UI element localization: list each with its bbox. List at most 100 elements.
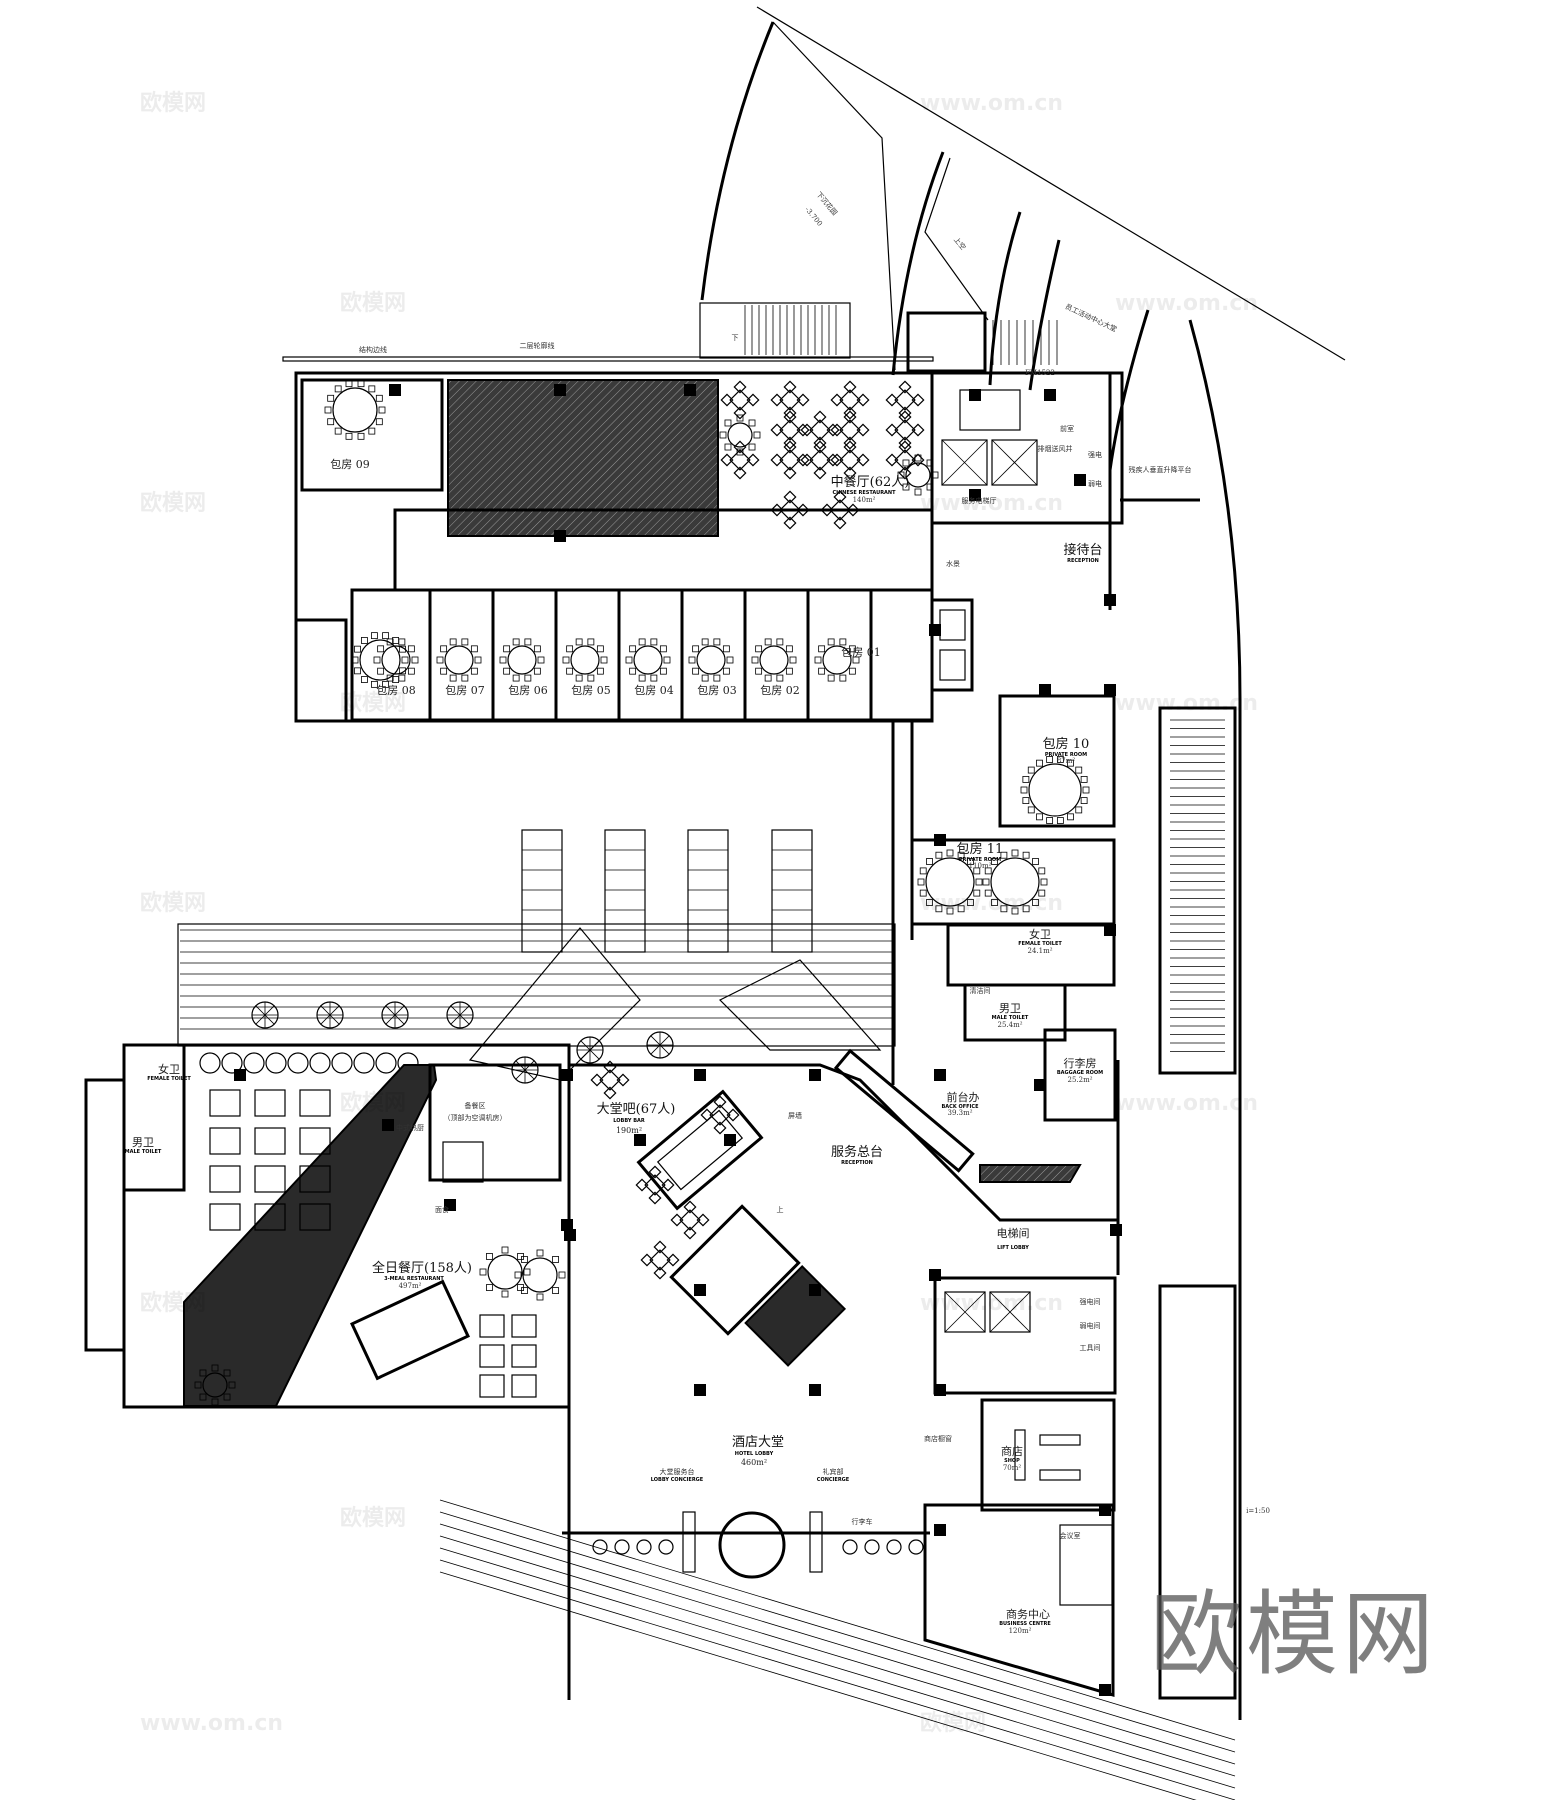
umbrella-rib: [450, 1005, 470, 1025]
chair: [820, 503, 834, 517]
chair: [736, 448, 744, 456]
booth: [254, 1165, 286, 1193]
watermark-text: 欧模网: [140, 1290, 206, 1316]
baggage-room: [1043, 1028, 1117, 1122]
chair: [1075, 766, 1083, 774]
label-sunken-garden: 下沉花园: [814, 190, 839, 217]
booth: [254, 1127, 286, 1155]
label-private-room-07: 包房 07: [445, 684, 485, 697]
chair: [382, 680, 389, 688]
bollard: [908, 1539, 924, 1555]
bollard: [592, 1539, 608, 1555]
round-table: [759, 645, 789, 675]
chair: [1022, 905, 1030, 913]
dining-table: [479, 1374, 505, 1398]
chair: [722, 645, 730, 653]
double-height-void: [447, 379, 719, 537]
chair: [499, 656, 507, 664]
chair: [398, 674, 406, 682]
column: [809, 1284, 821, 1296]
exterior-slope-lines: [439, 1499, 1236, 1800]
booth: [254, 1089, 286, 1117]
private-room-dividers: [324, 380, 873, 720]
chair: [371, 680, 378, 688]
label-business-centre-en: BUSINESS CENTRE: [999, 1621, 1051, 1627]
chair: [407, 667, 415, 675]
chair: [982, 878, 990, 886]
chair: [692, 645, 700, 653]
chair: [957, 905, 965, 913]
escalator-north: [1158, 706, 1237, 1075]
chair: [596, 667, 604, 675]
label-lobby-bar: 大堂吧(67人): [597, 1102, 676, 1117]
column: [1039, 684, 1051, 696]
chair: [373, 656, 381, 664]
square-table: [829, 499, 851, 521]
chair: [713, 674, 721, 682]
label-water-feature: 水景: [946, 559, 960, 568]
column: [934, 1524, 946, 1536]
chair: [211, 1398, 219, 1406]
column: [561, 1069, 573, 1081]
chair: [199, 1393, 207, 1401]
chair: [1022, 775, 1030, 783]
chair: [616, 1073, 630, 1087]
chair: [603, 1086, 617, 1100]
column: [1099, 1504, 1111, 1516]
booth: [209, 1203, 241, 1231]
chair: [751, 656, 759, 664]
label-male-toilet-area: 25.4m²: [997, 1021, 1022, 1029]
slot: [521, 829, 563, 953]
chair: [536, 1249, 544, 1257]
round-table: [202, 1372, 228, 1398]
chair: [898, 410, 912, 424]
round-table: [381, 645, 411, 675]
square-table: [779, 499, 801, 521]
label-door-code: FM1522: [1025, 369, 1055, 377]
square-table: [679, 1209, 701, 1231]
booth: [299, 1089, 331, 1117]
label-private-room-10-en: PRIVATE ROOM: [1045, 752, 1087, 758]
square-table: [894, 419, 916, 441]
terrace-umbrellas: [199, 1001, 674, 1084]
chair: [368, 385, 376, 393]
chair: [371, 632, 378, 640]
round-seat: [309, 1052, 331, 1074]
chair: [587, 674, 595, 682]
chair: [846, 503, 860, 517]
square-table: [894, 389, 916, 411]
chair: [848, 645, 856, 653]
chair: [833, 490, 847, 504]
chair: [843, 436, 857, 450]
slope-line: [439, 1535, 1236, 1777]
chair: [973, 867, 981, 875]
chair: [833, 516, 847, 530]
square-table: [779, 389, 801, 411]
chair: [984, 867, 992, 875]
label-male-toilet: 男卫: [999, 1002, 1021, 1015]
chair: [401, 656, 409, 664]
chair: [1046, 817, 1054, 824]
label-baggage-room-area: 25.2m²: [1067, 1076, 1092, 1084]
slope-line: [439, 1547, 1236, 1789]
chair: [713, 638, 721, 646]
chair: [590, 1073, 604, 1087]
chair: [1036, 813, 1043, 821]
label-private-room-05: 包房 05: [571, 684, 611, 697]
chair: [917, 878, 925, 886]
chair: [524, 638, 532, 646]
label-pantry-note: （顶部为空调机房）: [444, 1113, 507, 1122]
chair: [1000, 851, 1008, 859]
chair: [1056, 817, 1064, 824]
chair: [575, 674, 583, 682]
chair: [991, 858, 998, 865]
slope-line: [439, 1559, 1236, 1800]
label-anteroom: 前室: [1060, 424, 1074, 433]
private-room-10: [998, 694, 1116, 828]
skylight-slots: [521, 829, 813, 953]
chair: [411, 656, 419, 664]
column: [684, 384, 696, 396]
column: [554, 384, 566, 396]
chair: [813, 410, 827, 424]
chair: [625, 656, 633, 664]
